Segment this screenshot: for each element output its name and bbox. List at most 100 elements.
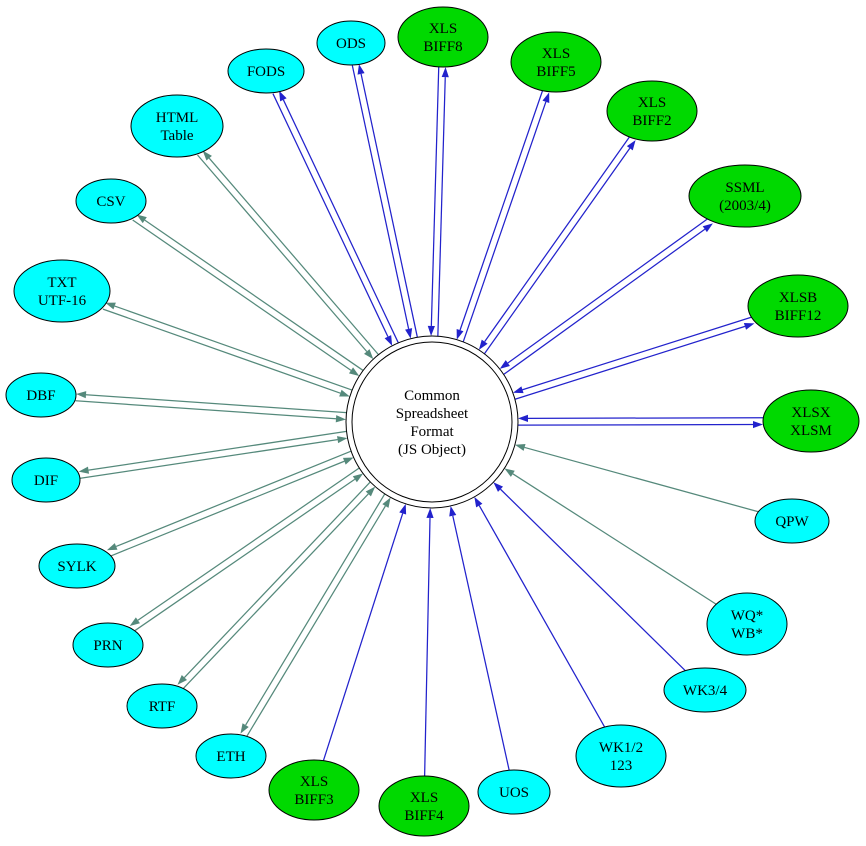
node-label: DBF (26, 388, 55, 404)
edge-arrowhead (743, 322, 755, 330)
edge-line (503, 228, 706, 375)
edge-arrowhead (514, 443, 526, 451)
edge-arrowhead (384, 335, 393, 346)
edge-line (484, 135, 631, 343)
node-shape (72, 622, 144, 668)
edge-arrowhead (337, 436, 348, 444)
node-shape (688, 164, 802, 228)
edge-line (514, 325, 746, 400)
node-label: PRN (93, 638, 122, 654)
edge-dbf (75, 391, 347, 423)
edge-line (132, 219, 352, 371)
edge-line (115, 450, 352, 548)
node-label: XLS (429, 21, 457, 37)
edge-line (351, 65, 410, 329)
edge-line (133, 478, 356, 633)
edge-arrowhead (512, 386, 524, 394)
edge-xlsb (512, 316, 755, 400)
node-shape (38, 543, 116, 589)
node-eth: ETH (195, 733, 267, 779)
node-label: SYLK (57, 559, 96, 575)
node-label: TXT (47, 275, 76, 291)
node-label: XLS (300, 774, 328, 790)
node-label: XLSB (779, 290, 817, 306)
center-inner-circle (351, 341, 513, 503)
edge-line (85, 394, 347, 414)
edge-arrowhead (348, 367, 360, 377)
edge-arrowhead (240, 723, 249, 734)
node-label: BIFF3 (294, 792, 333, 808)
node-shape (378, 775, 470, 837)
edge-arrowhead (499, 360, 510, 369)
edge-line (322, 513, 404, 761)
node-label: SSML (725, 180, 764, 196)
node-label: FODS (247, 64, 285, 80)
node-label: XLS (410, 790, 438, 806)
node-label: DIF (34, 473, 58, 489)
edge-arrowhead (752, 420, 764, 429)
edge-line (75, 400, 337, 420)
edge-line (114, 305, 353, 391)
edge-prn (129, 467, 364, 633)
node-label: WQ* (731, 608, 764, 624)
edge-line (478, 505, 606, 728)
edge-arrowhead (478, 339, 488, 350)
edge-uos (449, 505, 510, 771)
edge-line (79, 439, 338, 480)
edge-arrowhead (105, 302, 116, 310)
node-shape (130, 94, 224, 158)
edge-line (272, 93, 389, 337)
edge-xls-biff8 (427, 66, 449, 337)
node-label: WK1/2 (599, 740, 643, 756)
edge-line (462, 101, 547, 342)
center-label: Common (404, 388, 460, 404)
node-label: (2003/4) (719, 198, 771, 214)
edge-xls-biff2 (478, 135, 636, 355)
edge-arrowhead (177, 675, 187, 685)
edge-eth (240, 493, 391, 738)
edge-line (437, 77, 446, 337)
edge-line (208, 157, 379, 356)
edge-arrowhead (202, 150, 212, 161)
node-dbf: DBF (5, 372, 77, 418)
node-wk34: WK3/4 (663, 667, 747, 713)
edge-csv (132, 214, 364, 377)
edge-arrowhead (426, 507, 434, 519)
edge-wk34 (493, 482, 686, 672)
edge-txt (102, 302, 353, 397)
node-rtf: RTF (126, 683, 198, 729)
node-label: UOS (499, 785, 529, 801)
edge-line (430, 66, 440, 326)
node-shape (126, 683, 198, 729)
node-label: QPW (775, 514, 809, 530)
edge-xls-biff4 (424, 507, 434, 777)
edge-line (109, 460, 345, 558)
node-shape (510, 31, 602, 93)
edge-arrowhead (493, 482, 504, 492)
center-outer-circle (345, 335, 519, 509)
edge-arrowhead (365, 486, 376, 497)
node-shape (268, 759, 360, 821)
edge-sylk (106, 450, 354, 558)
node-shape (5, 372, 77, 418)
edge-arrowhead (702, 223, 713, 233)
node-label: HTML (156, 110, 199, 126)
node-sylk: SYLK (38, 543, 116, 589)
center-label: (JS Object) (398, 442, 466, 458)
node-shape (663, 667, 747, 713)
node-shape (11, 457, 81, 503)
edge-line (245, 505, 386, 738)
node-label: Table (160, 128, 193, 144)
edge-line (459, 89, 544, 331)
node-uos: UOS (477, 769, 551, 815)
node-ods: ODS (316, 20, 386, 66)
edge-line (181, 493, 369, 690)
edge-arrowhead (441, 67, 449, 78)
